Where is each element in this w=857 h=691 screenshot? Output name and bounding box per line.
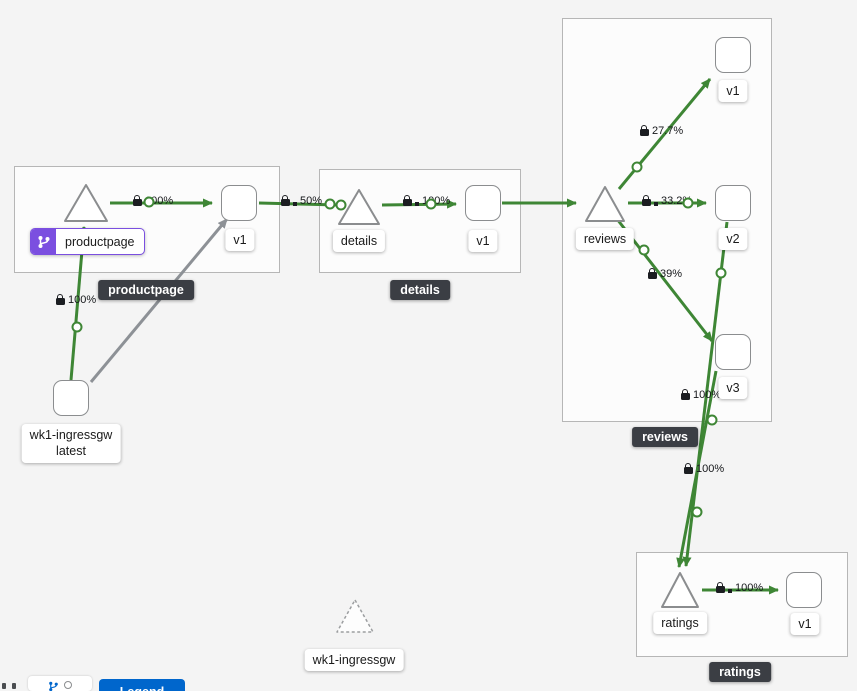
workload-node-reviews-v1[interactable] — [715, 37, 751, 73]
mtls-lock-icon — [716, 582, 725, 593]
edge-label-productpage-v1[interactable]: 100% — [133, 194, 173, 207]
service-node-details[interactable] — [336, 187, 382, 232]
edge-label-ratings-v1[interactable]: 100% — [716, 581, 763, 594]
branch-icon — [49, 681, 58, 691]
mtls-lock-icon — [640, 125, 649, 136]
mtls-lock-icon — [684, 463, 693, 474]
service-node-productpage[interactable] — [62, 182, 110, 229]
mtls-lock-icon — [133, 195, 142, 206]
mtls-lock-icon — [403, 195, 412, 206]
node-label-ingressgw[interactable]: wk1-ingressgw latest — [21, 424, 121, 463]
edge-marker-square — [415, 202, 419, 206]
edge-label-reviews-v1[interactable]: 27.7% — [640, 124, 683, 137]
edge-dot — [71, 321, 83, 333]
edge-label-reviews-v2[interactable]: 33.2% — [642, 194, 692, 207]
productpage-service-badge[interactable]: productpage — [30, 228, 145, 255]
mtls-lock-icon — [681, 389, 690, 400]
edge-label-details-v1[interactable]: 100% — [403, 194, 450, 207]
circle-icon — [64, 681, 72, 689]
node-label-idle-ingressgw[interactable]: wk1-ingressgw — [304, 649, 404, 672]
edge-label-ingress-productpage[interactable]: 100% — [56, 293, 96, 306]
cropped-glyph — [2, 683, 6, 689]
cropped-zoom-controls[interactable] — [2, 683, 16, 689]
workload-node-ingressgw[interactable] — [53, 380, 89, 416]
service-node-reviews[interactable] — [583, 184, 627, 229]
edge-marker-square — [728, 589, 732, 593]
edge-label-reviewsv2-ratings[interactable]: 100% — [681, 388, 721, 401]
node-label-reviews-v3[interactable]: v3 — [718, 377, 748, 400]
mtls-lock-icon — [642, 195, 651, 206]
node-label-ratings[interactable]: ratings — [653, 612, 707, 635]
workload-node-reviews-v2[interactable] — [715, 185, 751, 221]
workload-node-reviews-v3[interactable] — [715, 334, 751, 370]
node-label-details-v1[interactable]: v1 — [468, 230, 498, 253]
node-label-details[interactable]: details — [332, 230, 386, 253]
workload-node-productpage-v1[interactable] — [221, 185, 257, 221]
edge-label-reviews-v3[interactable]: 39% — [648, 267, 682, 280]
cropped-glyph — [12, 683, 16, 689]
edge-marker-square — [654, 202, 658, 206]
service-node-ratings[interactable] — [659, 570, 701, 615]
mtls-lock-icon — [281, 195, 290, 206]
mtls-lock-icon — [56, 294, 65, 305]
group-label-ratings: ratings — [709, 662, 771, 682]
graph-type-button[interactable] — [28, 676, 92, 691]
edge-dot — [691, 506, 703, 518]
legend-button[interactable]: Legend — [99, 679, 185, 691]
group-label-reviews: reviews — [632, 427, 698, 447]
group-label-details: details — [390, 280, 450, 300]
workload-node-ratings-v1[interactable] — [786, 572, 822, 608]
node-label-reviews[interactable]: reviews — [575, 228, 635, 251]
node-label-productpage-v1[interactable]: v1 — [225, 229, 255, 252]
node-label-reviews-v1[interactable]: v1 — [718, 80, 748, 103]
service-node-idle-ingressgw[interactable] — [334, 597, 376, 640]
workload-node-details-v1[interactable] — [465, 185, 501, 221]
node-label-reviews-v2[interactable]: v2 — [718, 228, 748, 251]
productpage-service-label: productpage — [65, 234, 135, 249]
node-label-ratings-v1[interactable]: v1 — [790, 613, 820, 636]
group-label-productpage: productpage — [98, 280, 194, 300]
edge-label-reviewsv3-ratings[interactable]: 100% — [684, 462, 724, 475]
edge-marker-square — [293, 202, 297, 206]
code-branch-icon — [31, 229, 56, 254]
mtls-lock-icon — [648, 268, 657, 279]
edge-label-productpagev1-details[interactable]: 50% — [281, 194, 322, 207]
